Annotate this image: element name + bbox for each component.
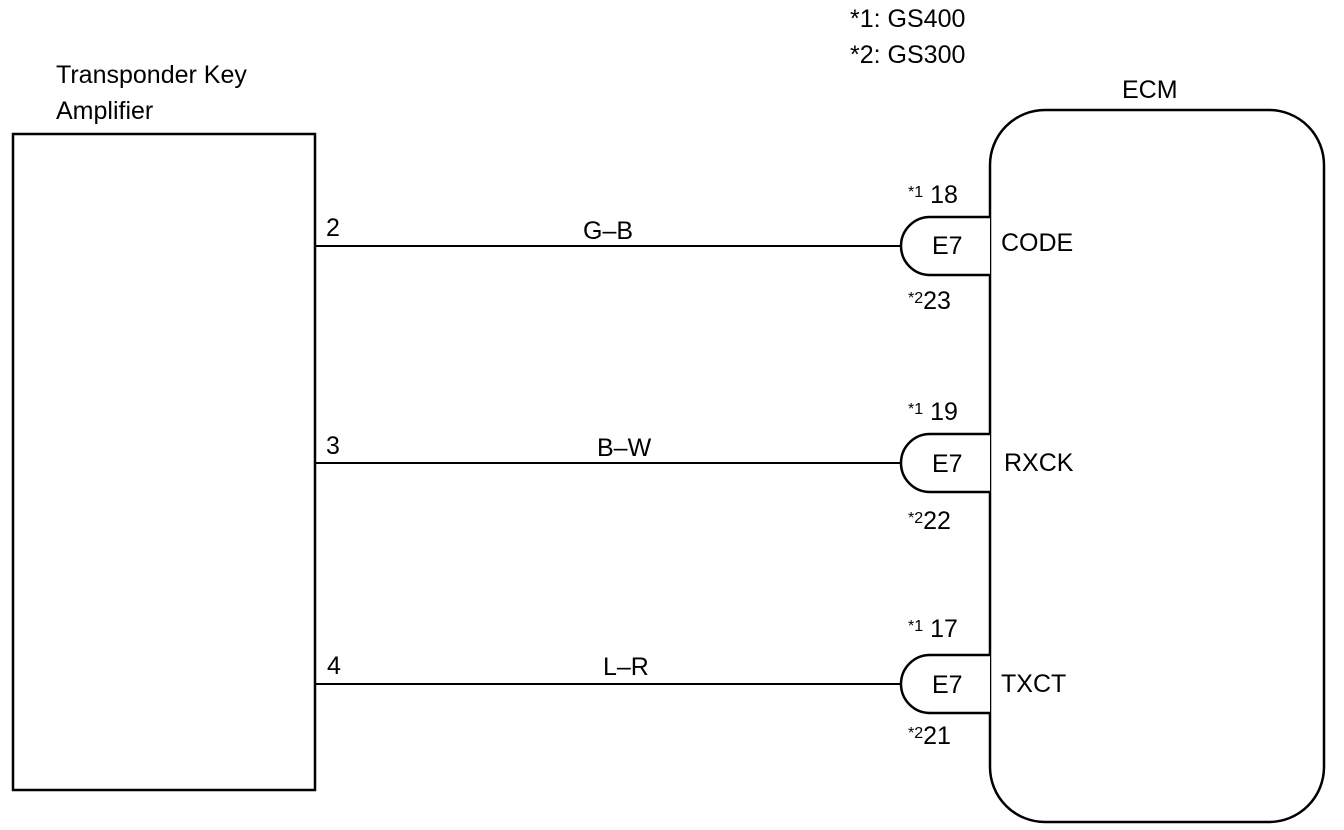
star-mark: *2 — [908, 725, 924, 742]
pin-number: 18 — [930, 181, 958, 209]
pin-number: 22 — [923, 507, 951, 535]
star-mark: *1 — [908, 618, 924, 635]
ecm-pin-gs400: *1 19 — [908, 397, 958, 427]
star-mark: *1 — [908, 401, 924, 418]
ecm-title: ECM — [1122, 76, 1178, 104]
legend-model-2: GS300 — [887, 41, 966, 69]
ecm-pin-gs400: *1 17 — [908, 614, 958, 644]
pin-number: 23 — [923, 287, 951, 315]
wire-color-code: L–R — [603, 653, 649, 681]
pin-number: 17 — [930, 615, 958, 643]
amplifier-title-line2: Amplifier — [56, 97, 154, 125]
star-mark: *2 — [908, 510, 924, 527]
connector-label: E7 — [932, 671, 963, 699]
ecm-terminal-label: CODE — [1001, 229, 1074, 257]
connector-e7-code — [899, 215, 990, 277]
pin-number: 19 — [930, 398, 958, 426]
connector-e7-txct — [899, 653, 990, 715]
ecm-terminal-label: RXCK — [1004, 449, 1074, 477]
ecm-pin-gs300: *222 — [908, 506, 951, 536]
amp-pin-3: 3 — [326, 432, 340, 460]
connector-label: E7 — [932, 232, 963, 260]
wire-color-code: G–B — [583, 217, 634, 245]
amp-pin-4: 4 — [327, 652, 341, 680]
pin-number: 21 — [923, 722, 951, 750]
star-mark: *2 — [908, 290, 924, 307]
star-mark: *1 — [908, 184, 924, 201]
ecm-pin-gs300: *223 — [908, 286, 951, 316]
legend-gs400: *1: GS400 — [850, 5, 966, 33]
amplifier-title-line1: Transponder Key — [56, 61, 247, 89]
legend-mark-2: *2 — [850, 41, 874, 69]
amplifier-box — [11, 132, 317, 792]
ecm-pin-gs300: *221 — [908, 721, 951, 751]
wire-color-code: B–W — [597, 434, 652, 462]
legend-mark-1: *1 — [850, 5, 874, 33]
connector-label: E7 — [932, 450, 963, 478]
legend-model-1: GS400 — [887, 5, 966, 33]
ecm-terminal-label: TXCT — [1001, 670, 1067, 698]
amp-pin-2: 2 — [326, 214, 340, 242]
legend-gs300: *2: GS300 — [850, 41, 966, 69]
connector-e7-rxck — [899, 432, 990, 494]
ecm-pin-gs400: *1 18 — [908, 180, 958, 210]
